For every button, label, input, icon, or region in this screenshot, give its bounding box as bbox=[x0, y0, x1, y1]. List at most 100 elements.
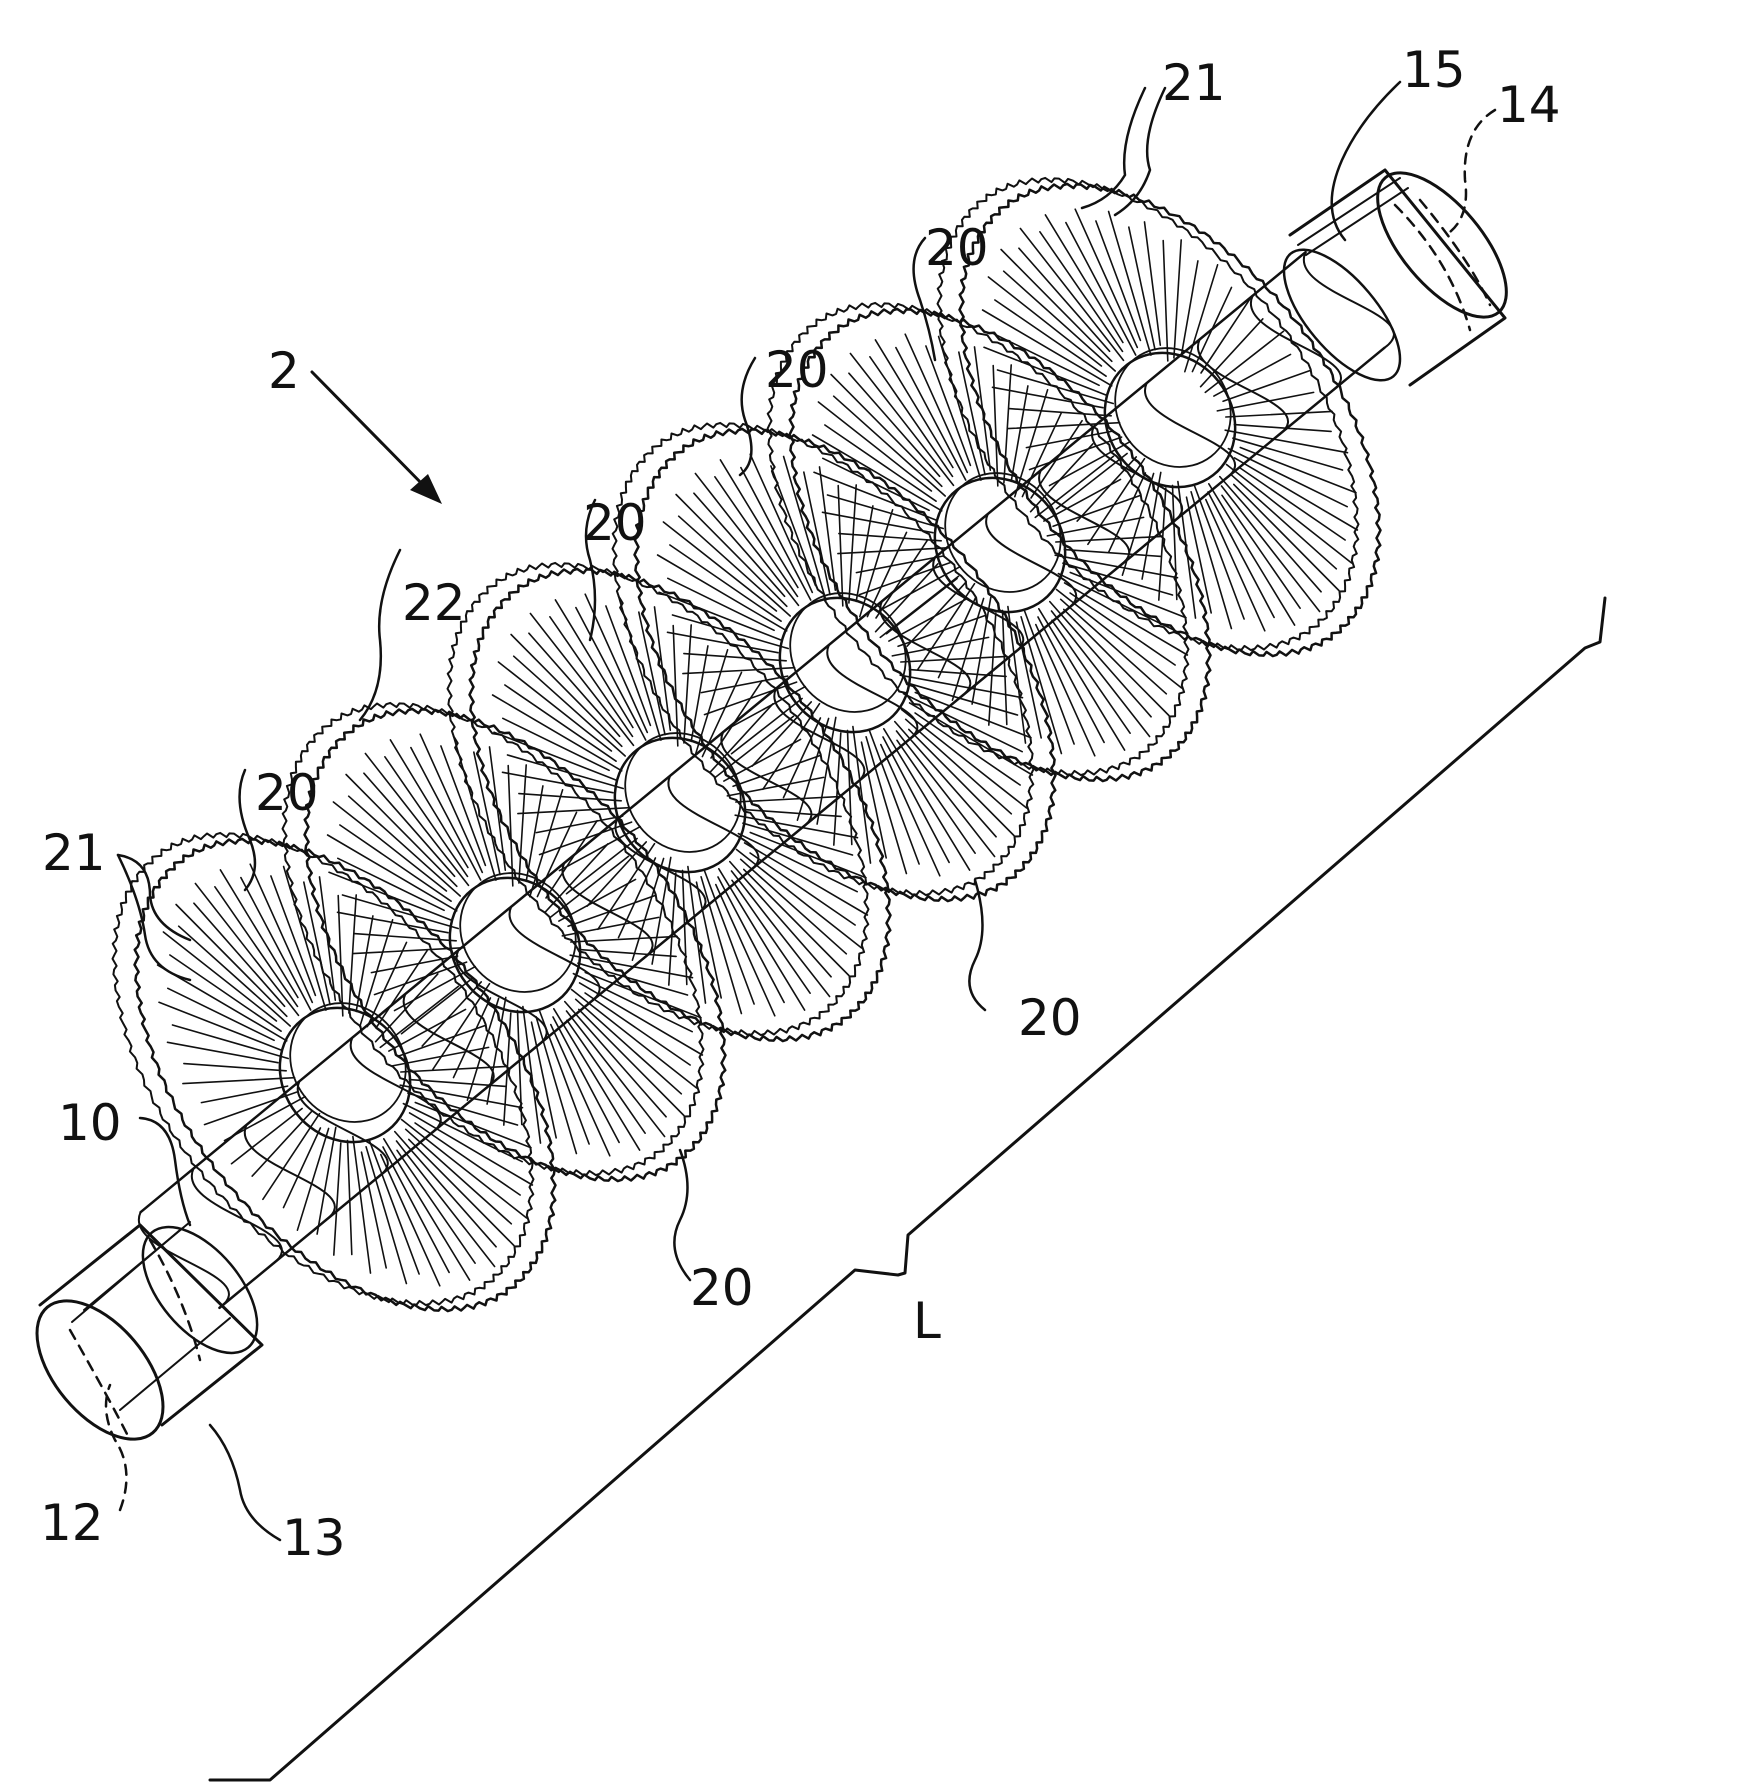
label-gap-22: 22 bbox=[402, 574, 466, 632]
disk-hatch bbox=[853, 727, 871, 864]
disk-hatch bbox=[184, 1064, 286, 1071]
disk-hatch bbox=[715, 477, 798, 597]
disk-hatch bbox=[565, 1002, 666, 1117]
disk-hatch bbox=[1220, 477, 1321, 592]
disk-hatch bbox=[395, 1132, 496, 1247]
disk-hatch bbox=[993, 366, 998, 486]
disk-hatch bbox=[1206, 500, 1265, 631]
disk-hatch bbox=[176, 905, 287, 1017]
disk-hatch bbox=[1163, 241, 1168, 361]
disk-hatch bbox=[1145, 222, 1161, 345]
helical-disk bbox=[113, 833, 556, 1311]
disk-hatch bbox=[730, 862, 831, 977]
label-disk-20-d: 20 bbox=[255, 764, 319, 822]
disk-hatch bbox=[1142, 472, 1161, 579]
disk-hatch bbox=[880, 576, 958, 637]
disk-hatch bbox=[906, 719, 1012, 814]
disk-hatch bbox=[804, 472, 830, 594]
disk-hatch bbox=[691, 646, 708, 742]
disk-hatch bbox=[1039, 609, 1125, 750]
disk-hatch bbox=[338, 858, 444, 910]
shaft-outline bbox=[141, 252, 1385, 1308]
disk-hatch bbox=[959, 352, 985, 475]
label-end-13: 13 bbox=[282, 1509, 346, 1567]
disk-hatch bbox=[1011, 386, 1028, 482]
helix-wrap bbox=[192, 1169, 282, 1265]
disk-hatch bbox=[1173, 485, 1177, 599]
helix-wrap bbox=[1304, 252, 1394, 348]
disk-hatch bbox=[572, 990, 697, 1089]
label-length-L: L bbox=[913, 1292, 941, 1350]
disk-hatch bbox=[519, 765, 526, 883]
disk-hatch bbox=[579, 950, 676, 957]
disk-hatch bbox=[353, 1137, 371, 1274]
label-disk-edge-21-left: 21 bbox=[42, 824, 106, 882]
disk-hatch bbox=[988, 277, 1101, 366]
disk-hatch bbox=[411, 748, 481, 880]
right-end-sleeve bbox=[1264, 152, 1529, 399]
disk-hatch bbox=[320, 877, 336, 1000]
label-assembly-2: 2 bbox=[268, 342, 300, 400]
disk-hatch bbox=[1201, 319, 1263, 387]
disk-hatch bbox=[732, 871, 830, 997]
disk-hatch bbox=[741, 859, 847, 954]
disk-face bbox=[470, 569, 891, 1041]
disk-hatch bbox=[487, 997, 506, 1104]
disk-hatch bbox=[518, 808, 630, 814]
disk-hatch bbox=[406, 1129, 512, 1224]
disk-hatch bbox=[402, 1120, 527, 1219]
helical-disk bbox=[283, 703, 726, 1181]
label-end-15: 15 bbox=[1402, 41, 1466, 99]
disk-hatch bbox=[716, 885, 775, 1016]
disk-hatch bbox=[1174, 240, 1181, 358]
disk-hatch bbox=[474, 752, 500, 875]
disk-hatch bbox=[551, 1025, 610, 1156]
disk-hatch bbox=[715, 716, 793, 777]
length-bracket bbox=[210, 598, 1605, 1780]
disk-hatch bbox=[511, 635, 622, 747]
disk-hatch bbox=[554, 1009, 640, 1150]
disk-hatch bbox=[881, 745, 940, 876]
disk-hatch bbox=[398, 1025, 485, 1056]
helical-disk bbox=[768, 303, 1211, 781]
disk-hatch bbox=[348, 1140, 352, 1254]
label-disk-20-a: 20 bbox=[925, 219, 989, 277]
disk-hatch bbox=[884, 729, 970, 870]
disk-hatch bbox=[241, 878, 311, 1010]
disk-hatch bbox=[652, 857, 671, 964]
disk-hatch bbox=[901, 656, 1007, 662]
left-end-sleeve bbox=[13, 1207, 279, 1462]
disk-hatch bbox=[1008, 423, 1120, 429]
disk-hatch bbox=[1222, 486, 1320, 612]
disk-hatch bbox=[862, 742, 887, 858]
disk-hatch bbox=[870, 357, 953, 477]
disk-hatch bbox=[1056, 536, 1162, 542]
disk-hatch bbox=[1231, 474, 1337, 569]
disk-hatch bbox=[838, 548, 950, 554]
disk-hatch bbox=[697, 882, 722, 998]
disk-hatch bbox=[1209, 484, 1295, 625]
helix-wrap bbox=[1145, 383, 1235, 479]
disk-hatch bbox=[719, 869, 805, 1010]
disk-hatch bbox=[737, 850, 862, 949]
disk-hatch bbox=[381, 1155, 440, 1286]
disk-hatch bbox=[972, 597, 991, 704]
disk-hatch bbox=[568, 895, 655, 926]
disk-hatch bbox=[384, 1139, 470, 1280]
helical-disk bbox=[613, 423, 1056, 901]
reference-arrow-2 bbox=[312, 372, 442, 504]
disk-hatch bbox=[1040, 232, 1123, 352]
disk-hatch bbox=[1226, 411, 1332, 417]
disk-hatch bbox=[168, 988, 274, 1040]
disk-hatch bbox=[168, 1042, 279, 1062]
disk-hatch bbox=[684, 625, 691, 743]
label-disk-20-b: 20 bbox=[765, 341, 829, 399]
disk-hatch bbox=[897, 731, 995, 857]
disk-hatch bbox=[1001, 250, 1112, 362]
label-disk-20-c: 20 bbox=[583, 494, 647, 552]
disk-hatch bbox=[397, 1141, 495, 1267]
disk-hatch bbox=[895, 722, 996, 837]
disk-hatch bbox=[1061, 599, 1167, 694]
disk-hatch bbox=[831, 375, 942, 487]
